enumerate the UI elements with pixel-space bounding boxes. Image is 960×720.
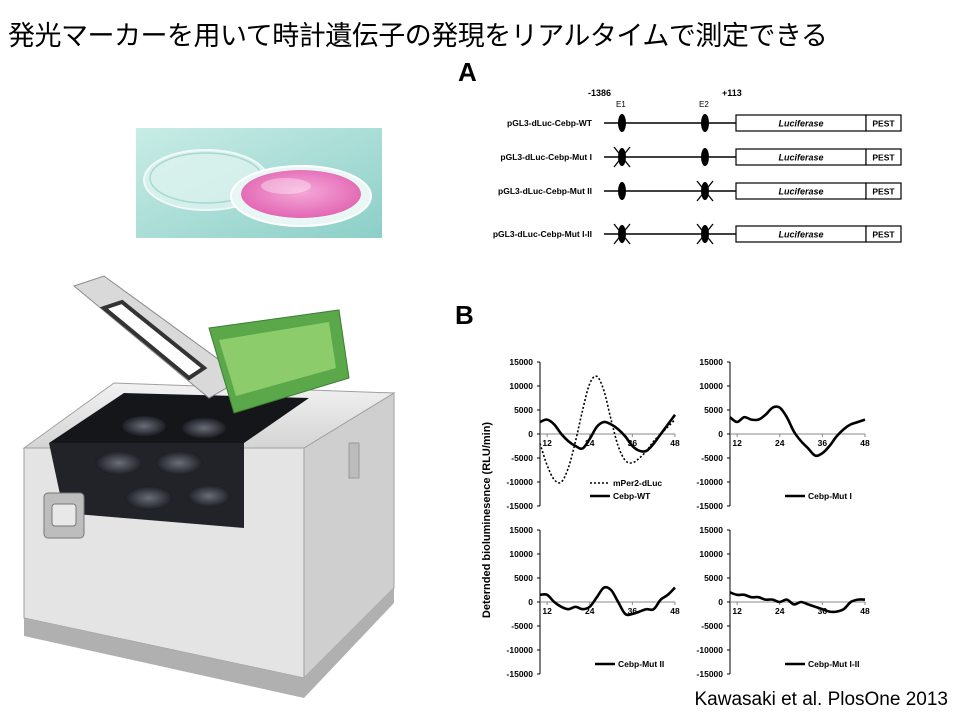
x-tick-label: 48 (670, 606, 680, 616)
x-tick-label: 48 (670, 438, 680, 448)
series-line-cebp-mut-i-ii (729, 591, 866, 614)
x-tick-label: 36 (818, 606, 828, 616)
y-tick-label: 10000 (509, 549, 533, 559)
y-tick-label: 10000 (699, 549, 723, 559)
y-tick-label: 0 (528, 597, 533, 607)
legend-label: Cebp-Mut I (808, 491, 852, 501)
y-tick-label: 15000 (509, 525, 533, 535)
y-tick-label: -5000 (511, 453, 533, 463)
chart-cebp-mut-i: 15000 10000 5000 0 -5000 -10000 -15000 12 24 36 48… (697, 357, 870, 511)
y-tick-label: 15000 (509, 357, 533, 367)
x-tick-label: 36 (628, 606, 638, 616)
y-tick-label: -10000 (507, 477, 534, 487)
y-tick-label: -15000 (507, 501, 534, 511)
y-tick-label: 5000 (514, 405, 533, 415)
construct-row: pGL3-dLuc-Cebp-WT Luciferase PEST (507, 114, 902, 132)
x-tick-label: 12 (542, 606, 552, 616)
coord-start: -1386 (588, 88, 611, 98)
x-tick-label: 24 (585, 438, 595, 448)
y-tick-label: 0 (528, 429, 533, 439)
legend-label: Cebp-Mut II (618, 659, 664, 669)
construct-row: pGL3-dLuc-Cebp-Mut I-II Luciferase PEST (493, 223, 902, 245)
luciferase-label: Luciferase (778, 119, 823, 129)
y-tick-label: 5000 (704, 405, 723, 415)
luciferase-label: Luciferase (778, 187, 823, 197)
luciferase-label: Luciferase (778, 153, 823, 163)
x-tick-label: 24 (775, 606, 785, 616)
x-tick-label: 48 (860, 606, 870, 616)
pest-box (865, 225, 902, 243)
y-tick-label: 0 (718, 429, 723, 439)
mutation-mark (696, 223, 714, 245)
construct-row: pGL3-dLuc-Cebp-Mut I Luciferase PEST (500, 146, 902, 168)
citation: Kawasaki et al. PlosOne 2013 (694, 689, 949, 710)
legend-label: Cebp-WT (613, 491, 651, 501)
y-tick-label: -10000 (697, 477, 724, 487)
construct-name: pGL3-dLuc-Cebp-Mut I (500, 152, 592, 162)
pest-label: PEST (872, 119, 895, 129)
pest-label: PEST (872, 187, 895, 197)
pest-box (865, 182, 902, 200)
enhancer-e1-site (618, 182, 626, 200)
pest-box (865, 148, 902, 166)
y-tick-label: -15000 (697, 669, 724, 679)
y-tick-label: 15000 (699, 357, 723, 367)
y-tick-label: 5000 (704, 573, 723, 583)
construct-name: pGL3-dLuc-Cebp-Mut I-II (493, 229, 592, 239)
y-axis-label: Deternded bioluminesence (RLU/min) (481, 422, 493, 619)
y-tick-label: -5000 (701, 453, 723, 463)
construct-row: pGL3-dLuc-Cebp-Mut II Luciferase PEST (498, 180, 902, 202)
x-tick-label: 24 (775, 438, 785, 448)
enhancer-e1-label: E1 (616, 100, 626, 109)
chart-cebp-mut-i-ii: 15000 10000 5000 0 -5000 -10000 -15000 12 24 36 48… (697, 525, 870, 679)
x-tick-label: 12 (732, 606, 742, 616)
luciferase-label: Luciferase (778, 230, 823, 240)
mutation-mark (613, 223, 631, 245)
y-tick-label: -15000 (507, 669, 534, 679)
mutation-mark (696, 180, 714, 202)
construct-diagram: -1386 +113 E1 E2 pGL3-dLuc-Cebp-WT Lucife… (493, 88, 902, 245)
enhancer-e2-site (701, 148, 709, 166)
series-line-cebp-mut-ii (539, 585, 676, 617)
legend-label: mPer2-dLuc (613, 478, 662, 488)
pest-label: PEST (872, 230, 895, 240)
x-tick-label: 24 (585, 606, 595, 616)
x-tick-label: 12 (732, 438, 742, 448)
y-tick-label: 15000 (699, 525, 723, 535)
ylabel-container: Deternded bioluminesence (RLU/min) (481, 422, 493, 619)
luminometer-device (22, 275, 396, 698)
pest-label: PEST (872, 153, 895, 163)
enhancer-e2-label: E2 (699, 100, 709, 109)
coord-end: +113 (722, 88, 742, 98)
series-line-cebp-wt (539, 414, 677, 453)
pest-box (865, 114, 902, 132)
chart-cebp-mut-ii: 15000 10000 5000 0 -5000 -10000 -15000 12 24 36 48… (507, 525, 680, 679)
y-tick-label: -5000 (701, 621, 723, 631)
x-tick-label: 36 (818, 438, 828, 448)
mutation-mark (613, 146, 631, 168)
y-tick-label: 10000 (699, 381, 723, 391)
x-tick-label: 48 (860, 438, 870, 448)
series-line-cebp-mut-i (729, 405, 866, 458)
y-tick-label: 5000 (514, 573, 533, 583)
y-tick-label: -5000 (511, 621, 533, 631)
y-tick-label: 10000 (509, 381, 533, 391)
y-tick-label: -10000 (507, 645, 534, 655)
y-tick-label: -15000 (697, 501, 724, 511)
y-tick-label: -10000 (697, 645, 724, 655)
panel-a-label: A (458, 57, 477, 87)
x-tick-label: 12 (542, 438, 552, 448)
petri-dish-photo (136, 128, 382, 238)
construct-name: pGL3-dLuc-Cebp-WT (507, 118, 593, 128)
chart-cebp-wt: 15000 10000 5000 0 -5000 -10000 -15000 12 24 36 48… (507, 357, 680, 511)
y-tick-label: 0 (718, 597, 723, 607)
slide-title: 発光マーカーを用いて時計遺伝子の発現をリアルタイムで測定できる (8, 21, 828, 52)
panel-b-label: B (455, 300, 474, 330)
legend-label: Cebp-Mut I-II (808, 659, 859, 669)
construct-name: pGL3-dLuc-Cebp-Mut II (498, 186, 592, 196)
enhancer-e2-site (701, 114, 709, 132)
enhancer-e1-site (618, 114, 626, 132)
series-line-mper2-dluc (539, 375, 676, 484)
x-tick-label: 36 (628, 438, 638, 448)
